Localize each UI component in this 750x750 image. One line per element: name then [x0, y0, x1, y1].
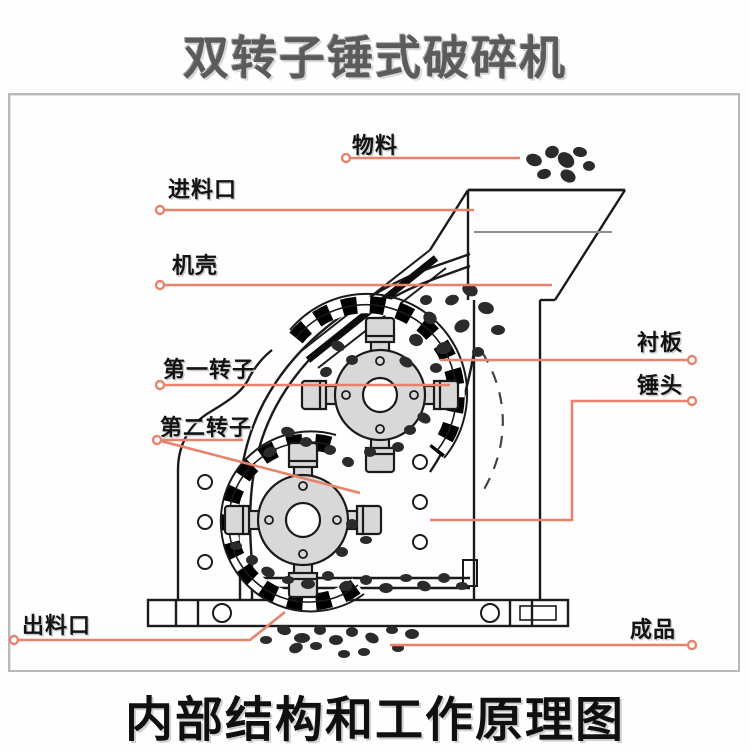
rotor-one [300, 316, 460, 474]
callout-label-second-rotor: 第二转子 [160, 416, 253, 441]
rotor-two [223, 441, 383, 599]
callout-label-product: 成品 [630, 618, 677, 643]
callout-label-discharge: 出料口 [22, 614, 92, 639]
material-chunks [230, 145, 595, 658]
callout-label-liner-plate: 衬板 [637, 331, 684, 356]
liner-arc-rotor-two [219, 430, 365, 613]
callout-label-feed-inlet: 进料口 [168, 178, 238, 203]
leader-discharge [14, 610, 286, 642]
page-title-bottom: 内部结构和工作原理图 [124, 692, 625, 748]
callout-label-hammer-head: 锤头 [637, 374, 684, 399]
page-title-top: 双转子锤式破碎机 [183, 31, 567, 85]
diagram-frame [8, 93, 740, 672]
callout-label-material: 物料 [352, 134, 399, 159]
leader-endpoint-dots [8, 152, 698, 651]
base-bolt-holes [212, 603, 500, 623]
callout-label-first-rotor: 第一转子 [163, 358, 256, 383]
leader-second-rotor-d [156, 438, 361, 495]
leader-hammer-head [430, 399, 692, 522]
callout-label-housing: 机壳 [172, 254, 219, 279]
grate-holes [197, 454, 428, 570]
